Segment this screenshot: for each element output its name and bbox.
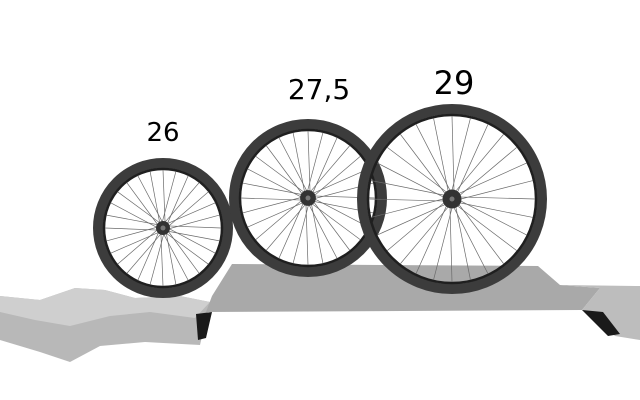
spoke [247,201,304,228]
spoke [137,175,163,223]
spoke [368,198,447,202]
terrain [0,264,640,362]
spoke [110,202,158,228]
spoke [371,180,448,197]
spoke [167,230,220,242]
spoke [456,162,527,196]
rim [238,128,378,268]
spoke [415,203,449,274]
wheels [93,104,547,298]
spoke [454,203,518,252]
spoke [265,203,307,251]
spoke [166,175,189,224]
spoke [312,168,369,195]
spokes [104,169,222,287]
spoke [456,201,505,265]
spoke [168,214,220,230]
axle [449,196,455,202]
terrain-shadow-left [196,312,212,340]
spoke [313,198,369,228]
rim [102,167,224,289]
spoke [455,124,489,195]
spoke [450,117,471,194]
spoke [126,182,159,226]
spoke [165,232,177,285]
spoke [310,202,324,264]
spoke [167,202,216,225]
spoke [167,230,200,274]
spoke [309,145,351,193]
spoke [386,200,447,252]
spoke [453,133,505,194]
wheel-label-27-5: 27,5 [288,73,350,106]
wheel-29 [357,104,547,294]
spoke [399,133,448,197]
spoke [137,232,160,281]
spoke [247,168,303,198]
terrain-shadow-right [582,310,620,336]
tire [357,104,547,294]
spoke [163,233,189,281]
spoke [377,202,448,236]
wheel-label-26: 26 [146,118,179,148]
spoke [457,180,534,201]
spoke [106,214,159,226]
spoke [265,145,304,196]
spoke [292,203,310,264]
spoke [415,124,452,194]
spoke [370,197,447,218]
spoke [454,203,471,280]
tire [93,158,233,298]
spoke [168,228,216,254]
spoke [110,231,159,254]
spoke [452,204,489,274]
spoke [306,132,324,193]
wheel-label-29: 29 [434,64,475,102]
axle [160,225,166,231]
spoke [457,196,536,200]
spoke [386,146,450,195]
spoke [456,201,533,218]
spoke [433,204,454,281]
spoke [168,191,209,227]
spoke [377,162,447,199]
spoke [240,197,303,201]
spoke [457,146,518,198]
spoke [161,171,177,223]
spoke [126,233,162,274]
tire [229,119,387,277]
spokes [368,115,536,283]
spoke [433,118,450,195]
wheel-26 [93,158,233,298]
spoke [149,171,161,224]
spoke [104,227,158,231]
spoke [457,199,527,236]
spoke [292,132,306,194]
spoke [117,229,158,265]
axle [305,195,311,201]
spoke [312,200,351,251]
spoke [451,115,455,194]
rim [366,113,538,285]
spoke [164,182,200,223]
spoke [449,204,453,283]
spoke [149,233,165,285]
spoke [399,204,451,265]
